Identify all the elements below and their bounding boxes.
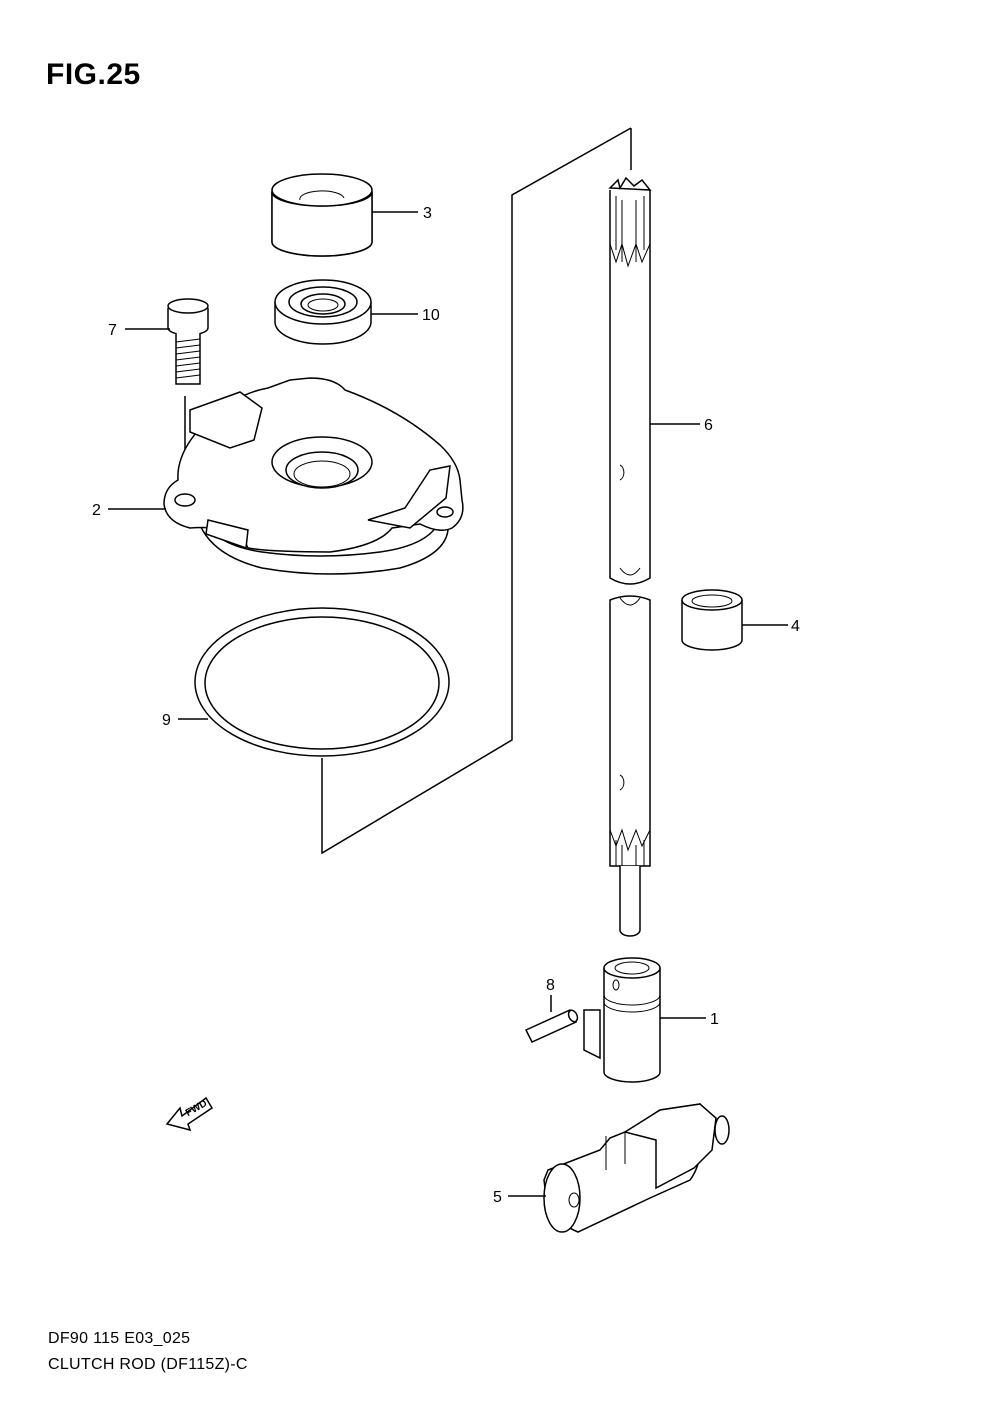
part-label-4: 4	[791, 618, 800, 635]
part-label-3: 3	[423, 205, 432, 222]
part-6-clutch-rod	[608, 176, 652, 585]
fwd-arrow-icon: FWD	[165, 1096, 214, 1132]
part-label-5: 5	[493, 1189, 502, 1206]
part-8-pin	[524, 995, 579, 1043]
part-label-2: 2	[92, 502, 101, 519]
part-3-bushing	[271, 173, 373, 257]
part-label-10: 10	[422, 307, 440, 324]
figure-code: DF90 115 E03_025	[48, 1330, 191, 1347]
part-label-8: 8	[546, 977, 555, 994]
part-7-bolt	[167, 298, 209, 496]
part-label-9: 9	[162, 712, 171, 729]
part-label-1: 1	[710, 1011, 719, 1028]
part-4-collar	[681, 589, 743, 651]
part-label-7: 7	[108, 322, 117, 339]
part-9-o-ring	[194, 607, 450, 757]
figure-title: FIG.25	[46, 58, 141, 91]
part-5-coupling	[543, 1103, 730, 1233]
part-label-6: 6	[704, 417, 713, 434]
assembly-bracket	[321, 127, 632, 855]
leader-lines	[108, 211, 788, 1197]
part-6-clutch-rod-lower	[609, 595, 651, 937]
figure-caption: CLUTCH ROD (DF115Z)-C	[48, 1356, 248, 1373]
part-10-oil-seal	[274, 279, 372, 345]
part-1-shifter	[583, 957, 661, 1083]
part-2-housing	[163, 377, 464, 575]
